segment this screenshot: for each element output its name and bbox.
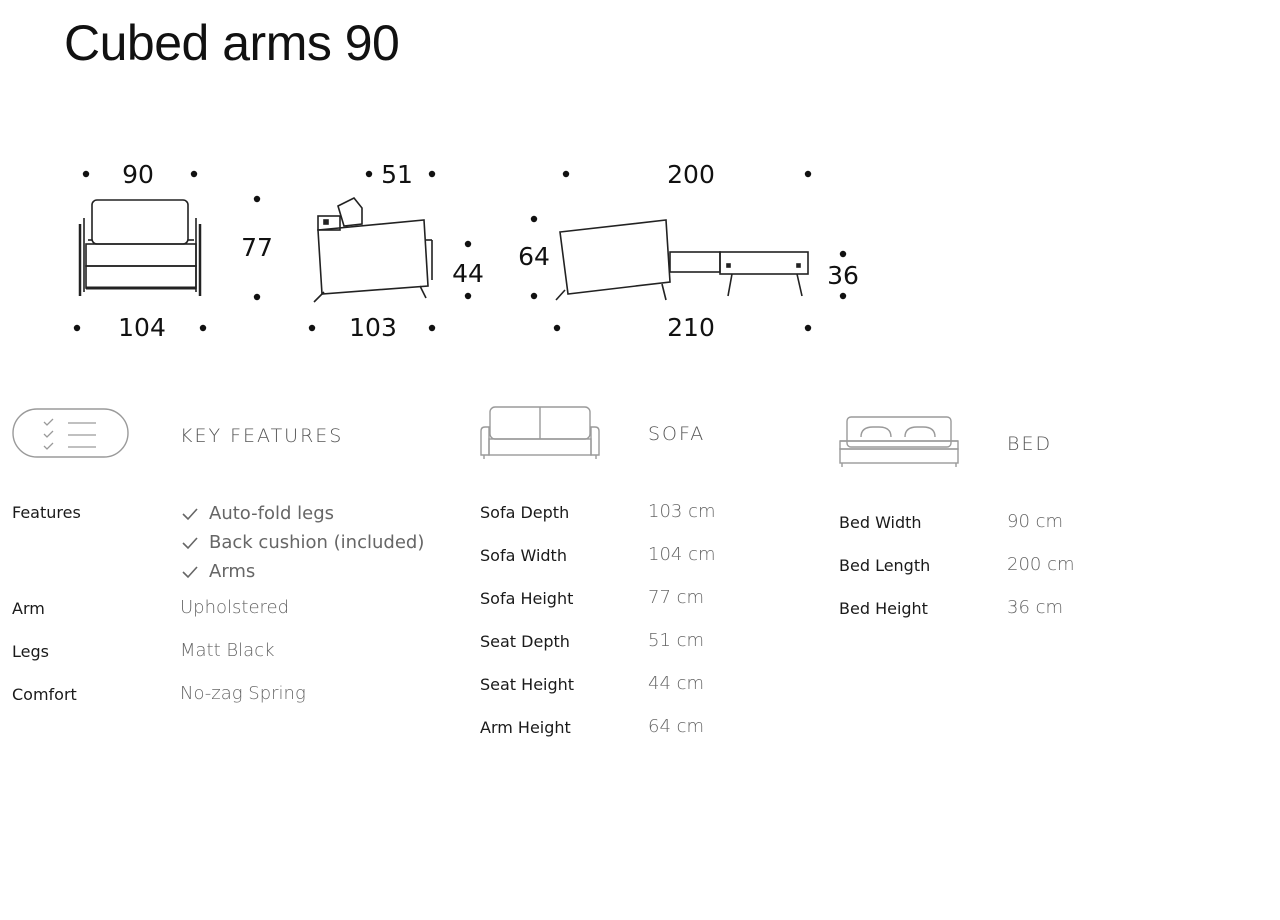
row-value: Upholstered — [180, 597, 290, 618]
bed-length-label: 200 — [667, 160, 715, 189]
table-row: Bed Width 90 cm — [839, 509, 1159, 552]
row-label: Bed Width — [839, 513, 922, 532]
bed-arm-height-label: 64 — [518, 242, 550, 271]
feature-text: Arms — [209, 561, 256, 582]
table-row: Arm Height 64 cm — [480, 714, 800, 757]
table-row: Seat Depth 51 cm — [480, 628, 800, 671]
row-value: 104 cm — [648, 544, 716, 565]
list-item: Back cushion (included) — [180, 528, 424, 557]
sofa-table: Sofa Depth 103 cm Sofa Width 104 cm Sofa… — [480, 499, 800, 757]
table-row: Arm Upholstered — [12, 595, 442, 638]
table-row: Legs Matt Black — [12, 638, 442, 681]
row-value: 90 cm — [1007, 511, 1064, 532]
checklist-icon — [12, 408, 129, 458]
row-label: Arm Height — [480, 718, 571, 737]
table-row: Bed Length 200 cm — [839, 552, 1159, 595]
sofa-icon — [480, 406, 600, 459]
table-row: Comfort No-zag Spring — [12, 681, 442, 724]
row-label: Seat Height — [480, 675, 575, 694]
sofa-front-drawing — [78, 199, 202, 296]
feature-text: Auto-fold legs — [209, 503, 334, 524]
row-label: Bed Length — [839, 556, 931, 575]
sofa-header: SOFA — [480, 405, 800, 475]
front-width-label: 90 — [122, 160, 154, 189]
bed-section: BED Bed Width 90 cm Bed Length 200 cm Be… — [839, 405, 1159, 638]
features-title: KEY FEATURES — [180, 425, 344, 447]
dimension-drawings: 90 104 77 51 103 44 200 210 64 36 — [73, 160, 859, 342]
row-value: 200 cm — [1007, 554, 1075, 575]
row-label: Arm — [12, 599, 45, 618]
bed-header: BED — [839, 405, 1159, 485]
row-value: 44 cm — [648, 673, 705, 694]
table-row: Seat Height 44 cm — [480, 671, 800, 714]
bed-title: BED — [1007, 433, 1053, 455]
features-row: Features Auto-fold legs Back cushion (in… — [12, 499, 442, 595]
row-label: Comfort — [12, 685, 77, 704]
row-value: 51 cm — [648, 630, 705, 651]
list-item: Arms — [180, 557, 424, 586]
bed-height-label: 36 — [827, 261, 859, 290]
row-value: 64 cm — [648, 716, 705, 737]
feature-text: Back cushion (included) — [209, 532, 425, 553]
row-value: No-zag Spring — [180, 683, 306, 704]
list-item: Auto-fold legs — [180, 499, 424, 528]
row-value: 103 cm — [648, 501, 716, 522]
row-label: Sofa Depth — [480, 503, 570, 522]
row-value: 36 cm — [1007, 597, 1064, 618]
sofa-section: SOFA Sofa Depth 103 cm Sofa Width 104 cm… — [480, 405, 800, 757]
bed-extended-drawing — [555, 219, 809, 301]
front-height-label: 77 — [241, 233, 273, 262]
table-row: Bed Height 36 cm — [839, 595, 1159, 638]
row-value: Matt Black — [180, 640, 275, 661]
bed-icon — [839, 416, 959, 467]
front-depth-label: 104 — [118, 313, 166, 342]
bed-table: Bed Width 90 cm Bed Length 200 cm Bed He… — [839, 509, 1159, 638]
features-label: Features — [12, 503, 81, 522]
side-depth-label: 103 — [349, 313, 397, 342]
row-label: Sofa Width — [480, 546, 567, 565]
table-row: Sofa Width 104 cm — [480, 542, 800, 585]
features-section: KEY FEATURES Features Auto-fold legs Bac… — [12, 405, 442, 724]
row-value: 77 cm — [648, 587, 705, 608]
side-seat-height-label: 44 — [452, 259, 484, 288]
side-seat-depth-label: 51 — [381, 160, 413, 189]
bed-total-label: 210 — [667, 313, 715, 342]
check-icon — [182, 507, 198, 520]
dimension-diagram: 90 104 77 51 103 44 200 210 64 36 — [0, 140, 900, 360]
row-label: Legs — [12, 642, 49, 661]
page-title: Cubed arms 90 — [64, 15, 400, 71]
row-label: Bed Height — [839, 599, 928, 618]
row-label: Seat Depth — [480, 632, 570, 651]
row-label: Sofa Height — [480, 589, 574, 608]
sofa-title: SOFA — [648, 423, 706, 445]
table-row: Sofa Height 77 cm — [480, 585, 800, 628]
check-icon — [182, 536, 198, 549]
features-header: KEY FEATURES — [12, 405, 442, 475]
table-row: Sofa Depth 103 cm — [480, 499, 800, 542]
features-list: Auto-fold legs Back cushion (included) A… — [180, 499, 424, 586]
sofa-side-drawing — [313, 196, 433, 303]
check-icon — [182, 565, 198, 578]
